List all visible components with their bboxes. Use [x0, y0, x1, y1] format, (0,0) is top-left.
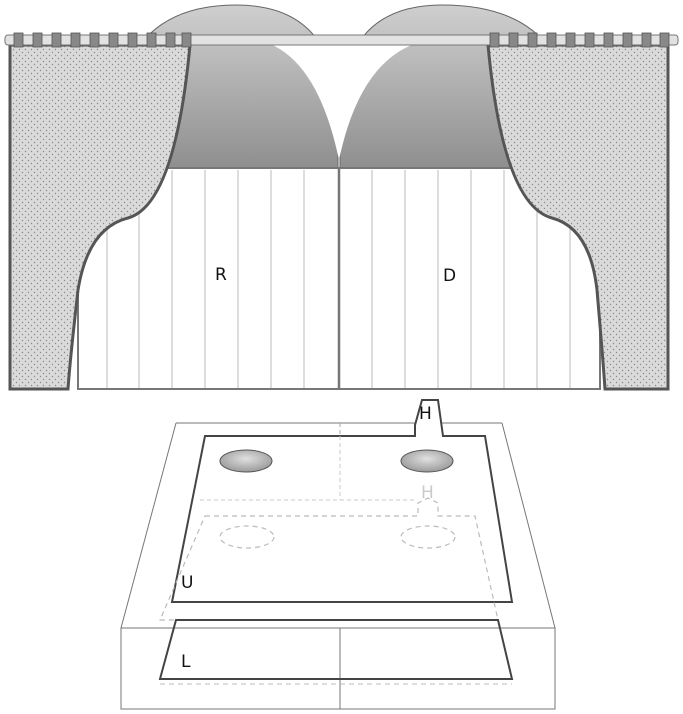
curtain-rod	[4, 34, 679, 46]
oval-right	[400, 449, 454, 473]
outer-box	[120, 422, 556, 710]
tray-diagram: H H U L	[120, 399, 556, 710]
hidden-sheet	[159, 497, 499, 621]
dome-gap	[265, 42, 420, 160]
curtain-rings-right	[489, 32, 670, 48]
label-lower-sheet: L	[181, 652, 191, 672]
label-upper-sheet: U	[181, 573, 193, 593]
label-handle-shadow: H	[421, 483, 434, 503]
label-left-panel: D	[443, 266, 456, 286]
curtain-rings-left	[13, 32, 192, 48]
lower-sheet	[158, 619, 514, 680]
label-right-panel: R	[215, 265, 227, 285]
left-curtain	[8, 43, 192, 391]
oval-right-hidden	[400, 525, 456, 549]
window-scene: R D	[4, 4, 679, 391]
label-handle: H	[419, 404, 432, 424]
right-curtain	[486, 43, 670, 391]
oval-left-hidden	[219, 525, 275, 549]
oval-left	[219, 449, 273, 473]
upper-sheet	[170, 399, 514, 603]
